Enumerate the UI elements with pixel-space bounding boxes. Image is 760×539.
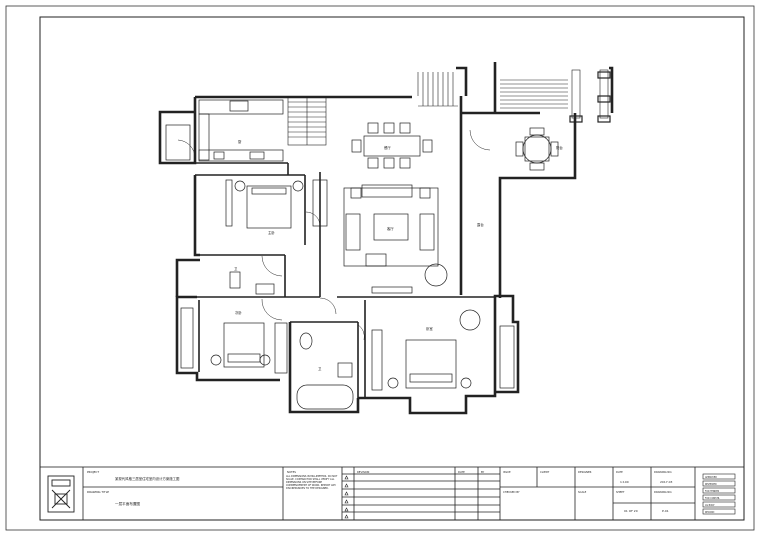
- project-name: 某现代风格三居室住宅室内设计方案施工图: [115, 476, 180, 481]
- door-swings: [177, 129, 491, 341]
- title-block-text: PROJECT 某现代风格三居室住宅室内设计方案施工图 DRAWING TITL…: [87, 470, 720, 514]
- revision-by-head: BY: [481, 470, 485, 474]
- room-label-kitchen: 厨: [238, 139, 242, 144]
- sheet-value: 01 OF 20: [624, 509, 638, 513]
- stamp-line-4: FOR CONSTR.: [705, 497, 720, 500]
- designer-head: DESIGNER: [578, 470, 592, 474]
- room-label-bath-master: 卫: [318, 367, 322, 371]
- client-head: CLIENT: [540, 470, 550, 474]
- scale-head: SCALE: [578, 490, 587, 494]
- revision-triangles: [344, 475, 349, 519]
- sheet-head: SHEET: [616, 490, 625, 494]
- date-head: DATE: [616, 470, 623, 474]
- room-label-living: 客厅: [387, 226, 394, 231]
- inner-border: [39, 16, 745, 521]
- stamp-line-1: APPROVED: [705, 476, 717, 479]
- staircase-entry: [417, 72, 458, 107]
- bedroom-left-furniture: [225, 179, 328, 229]
- outer-border: [5, 5, 755, 531]
- drawing-name: 一层平面布置图: [115, 501, 141, 506]
- company-logo: [47, 475, 75, 513]
- stamp-line-5: AS BUILT: [705, 504, 715, 507]
- revision-head: REVISION: [357, 470, 369, 474]
- stamp-line-2: REVIEWED: [705, 483, 717, 486]
- living-furniture: [343, 184, 448, 294]
- title-block: [39, 466, 745, 521]
- stamp-line-3: FOR TENDER: [705, 490, 720, 493]
- bedroom-br-furniture: [365, 309, 515, 399]
- room-label-bedroom-2: 次卧: [235, 310, 242, 315]
- room-label-terrace: 露台: [477, 222, 484, 227]
- drawing-tag: DRAWING TITLE: [87, 490, 109, 494]
- stamp-list: [702, 473, 736, 515]
- terrace-table: [515, 127, 559, 171]
- notes-head: NOTES: [287, 470, 296, 474]
- room-label-bedroom-3: 卧室: [426, 326, 433, 331]
- bedroom-bl-furniture: [180, 307, 288, 374]
- issue-head: ISSUE: [503, 470, 511, 474]
- floor-plan: 厨 餐厅 客厅 露台 阳台 主卧 卫 次卧 卧室 卫: [158, 62, 614, 415]
- room-label-bath-main: 卫: [234, 267, 238, 271]
- drawing-no-value: P-01: [662, 509, 669, 513]
- stamp-line-6: RECORD: [705, 511, 715, 514]
- drawing-no-head: DRAWING NO.: [654, 470, 672, 474]
- revision-date-head: DATE: [458, 470, 465, 474]
- interior-walls: [195, 162, 495, 398]
- checked-head: CHECKED BY: [503, 490, 520, 494]
- staircase-terrace: [500, 69, 611, 123]
- drawing-no-label: DRAWING NO.: [654, 490, 672, 494]
- room-label-balcony: 阳台: [556, 145, 563, 150]
- room-label-master-bedroom: 主卧: [268, 230, 275, 235]
- project-tag: PROJECT: [87, 470, 99, 474]
- bath-fixtures: [229, 271, 354, 410]
- kitchen-fixtures: [165, 99, 284, 162]
- notes-body: ALL DIMENSIONS IN MILLIMETERS. DO NOT SC…: [286, 475, 338, 490]
- staircase-main: [287, 96, 327, 146]
- dining-set: [351, 122, 433, 169]
- date-value: 2017.03: [660, 480, 672, 484]
- scale-value: 1:100: [620, 480, 629, 484]
- room-label-dining: 餐厅: [384, 145, 391, 150]
